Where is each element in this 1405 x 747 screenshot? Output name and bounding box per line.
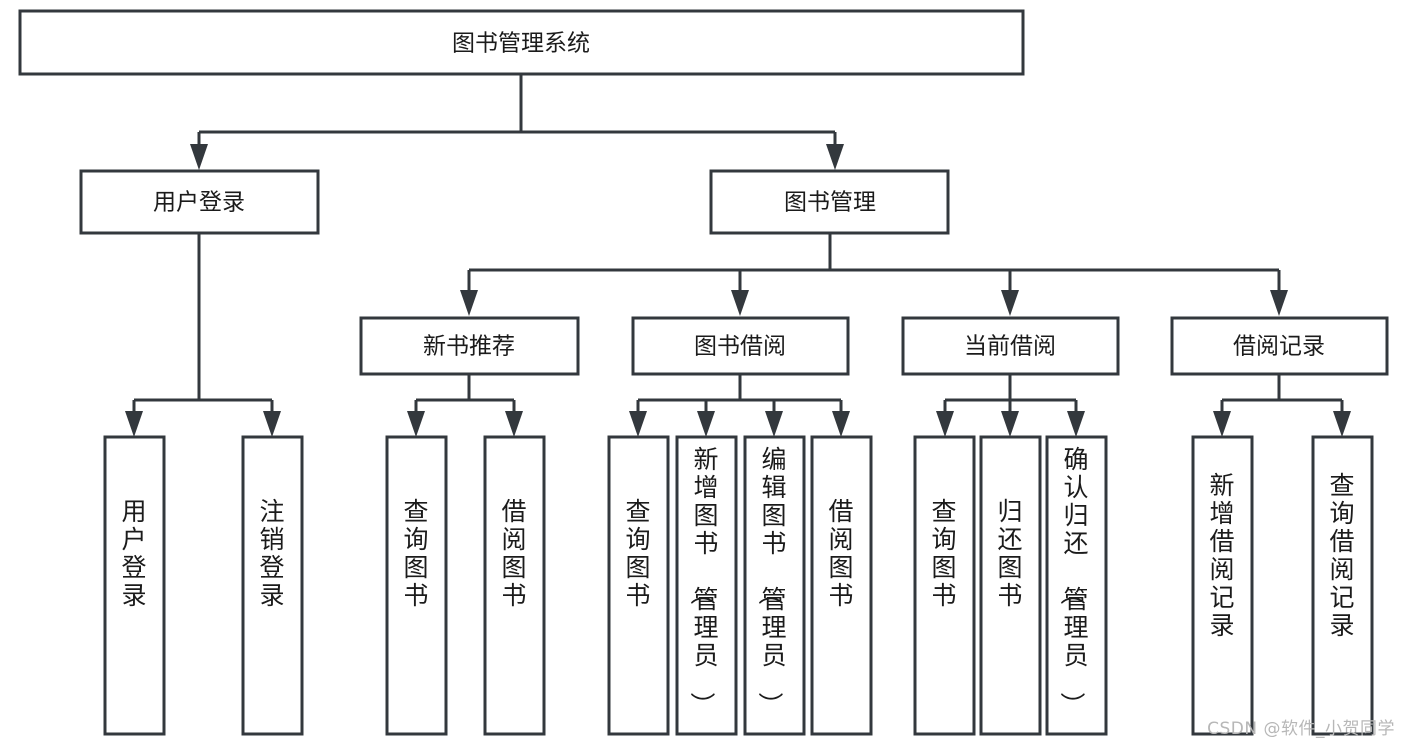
node-leaf-12-label: 新增借阅记录 — [1209, 471, 1234, 640]
node-leaf-8-label: 借阅图书 — [828, 497, 853, 610]
node-root[interactable]: 图书管理系统 — [18, 9, 1025, 76]
node-leaf-10[interactable]: 归还图书 — [979, 435, 1042, 736]
node-newbook[interactable]: 新书推荐 — [359, 316, 580, 376]
node-leaf-13-box[interactable] — [1311, 435, 1374, 736]
node-current[interactable]: 当前借阅 — [901, 316, 1120, 376]
arrow-to-login — [190, 144, 208, 170]
edge-root-bus — [197, 74, 837, 160]
arrow-to-leaf-8 — [832, 411, 850, 437]
node-leaf-10-box[interactable] — [979, 435, 1042, 736]
node-current-label: 当前借阅 — [964, 334, 1056, 360]
edges-layer — [132, 74, 1344, 426]
node-leaf-5-box[interactable] — [607, 435, 670, 736]
node-leaf-4-box[interactable] — [483, 435, 546, 736]
node-leaf-5[interactable]: 查询图书 — [607, 435, 670, 736]
edge-newbook-bus — [414, 374, 516, 426]
arrow-to-bookmgmt — [826, 144, 844, 170]
node-record-label: 借阅记录 — [1233, 334, 1325, 360]
node-bookmgmt-label: 图书管理 — [784, 190, 876, 216]
node-leaf-7[interactable]: 编辑图书（管理员） — [743, 435, 806, 736]
node-newbook-label: 新书推荐 — [423, 334, 515, 360]
arrow-to-borrow — [731, 290, 749, 316]
arrow-to-leaf-2 — [263, 411, 281, 437]
arrow-to-leaf-4 — [505, 411, 523, 437]
node-leaf-3-box[interactable] — [385, 435, 448, 736]
node-leaf-8[interactable]: 借阅图书 — [810, 435, 873, 736]
node-leaf-7-box[interactable] — [743, 435, 806, 736]
node-leaf-4[interactable]: 借阅图书 — [483, 435, 546, 736]
node-bookmgmt[interactable]: 图书管理 — [709, 169, 950, 235]
edge-record-bus — [1220, 374, 1344, 426]
arrow-to-leaf-7 — [765, 411, 783, 437]
arrow-to-leaf-1 — [125, 411, 143, 437]
node-login-label: 用户登录 — [153, 190, 245, 216]
arrow-to-leaf-5 — [629, 411, 647, 437]
node-leaf-12[interactable]: 新增借阅记录 — [1191, 435, 1254, 736]
node-leaf-11-box[interactable] — [1045, 435, 1108, 736]
edge-login-bus — [132, 233, 274, 426]
node-borrow-label: 图书借阅 — [694, 334, 786, 360]
node-login-box[interactable] — [79, 169, 320, 235]
node-leaf-2-box[interactable] — [241, 435, 304, 736]
node-leaf-13-label: 查询借阅记录 — [1329, 471, 1354, 640]
node-leaf-5-label: 查询图书 — [625, 497, 650, 610]
node-leaf-8-box[interactable] — [810, 435, 873, 736]
node-record-box[interactable] — [1170, 316, 1389, 376]
arrow-to-leaf-6 — [697, 411, 715, 437]
node-leaf-11[interactable]: 确认归还（管理员） — [1045, 435, 1108, 736]
node-leaf-13[interactable]: 查询借阅记录 — [1311, 435, 1374, 736]
node-record[interactable]: 借阅记录 — [1170, 316, 1389, 376]
arrow-to-leaf-12 — [1213, 411, 1231, 437]
arrow-to-leaf-10 — [1001, 411, 1019, 437]
edge-borrow-bus — [636, 374, 843, 426]
arrowheads-layer — [125, 144, 1351, 437]
node-borrow-box[interactable] — [631, 316, 850, 376]
node-newbook-box[interactable] — [359, 316, 580, 376]
node-leaf-12-box[interactable] — [1191, 435, 1254, 736]
node-leaf-3-label: 查询图书 — [403, 497, 428, 610]
node-root-box[interactable] — [18, 9, 1025, 76]
node-leaf-11-label: 确认归还（管理员） — [1057, 445, 1088, 717]
arrow-to-current — [1001, 290, 1019, 316]
node-leaf-6[interactable]: 新增图书（管理员） — [675, 435, 738, 736]
edge-bookmgmt-bus — [467, 233, 1281, 296]
node-current-box[interactable] — [901, 316, 1120, 376]
node-leaf-1[interactable]: 用户登录 — [103, 435, 166, 736]
node-leaf-6-box[interactable] — [675, 435, 738, 736]
node-login[interactable]: 用户登录 — [79, 169, 320, 235]
node-root-label: 图书管理系统 — [452, 31, 590, 57]
node-leaf-9-box[interactable] — [913, 435, 976, 736]
arrow-to-newbook — [460, 290, 478, 316]
node-leaf-2[interactable]: 注销登录 — [241, 435, 304, 736]
node-leaf-1-box[interactable] — [103, 435, 166, 736]
leaf-nodes-layer: 用户登录 注销登录 查询图书 借阅图书 查询图书 新增图书（管理员） — [103, 435, 1374, 736]
node-leaf-2-label: 注销登录 — [259, 497, 284, 610]
node-leaf-1-label: 用户登录 — [121, 497, 146, 610]
arrow-to-record — [1270, 290, 1288, 316]
node-leaf-3[interactable]: 查询图书 — [385, 435, 448, 736]
node-leaf-9-label: 查询图书 — [931, 497, 956, 610]
node-leaf-10-label: 归还图书 — [997, 497, 1022, 610]
node-borrow[interactable]: 图书借阅 — [631, 316, 850, 376]
arrow-to-leaf-9 — [936, 411, 954, 437]
node-leaf-6-label: 新增图书（管理员） — [687, 445, 718, 717]
arrow-to-leaf-11 — [1067, 411, 1085, 437]
node-leaf-9[interactable]: 查询图书 — [913, 435, 976, 736]
arrow-to-leaf-3 — [407, 411, 425, 437]
node-leaf-4-label: 借阅图书 — [501, 497, 526, 610]
node-bookmgmt-box[interactable] — [709, 169, 950, 235]
arrow-to-leaf-13 — [1333, 411, 1351, 437]
node-leaf-7-label: 编辑图书（管理员） — [755, 445, 786, 717]
